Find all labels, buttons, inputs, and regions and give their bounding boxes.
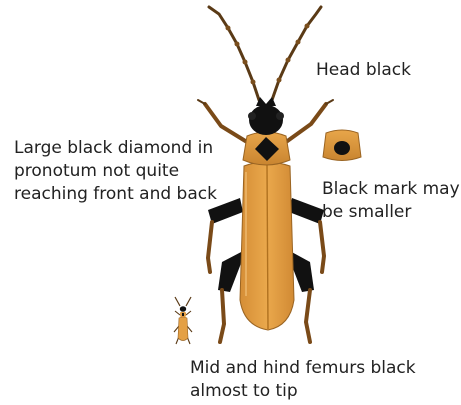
label-line: Large black diamond in bbox=[14, 137, 217, 160]
label-line: reaching front and back bbox=[14, 183, 217, 206]
head bbox=[248, 97, 284, 135]
label-line: be smaller bbox=[322, 201, 460, 224]
pronotum bbox=[243, 132, 290, 165]
pronotum-variant-mark bbox=[334, 141, 350, 155]
elytra bbox=[240, 162, 294, 330]
label-line: pronotum not quite bbox=[14, 160, 217, 183]
scale-beetle bbox=[174, 297, 192, 344]
label-line: almost to tip bbox=[190, 380, 416, 403]
antenna-segments bbox=[226, 24, 310, 85]
label-line: Black mark may bbox=[322, 178, 460, 201]
label-head: Head black bbox=[316, 59, 411, 82]
pronotum-variant bbox=[323, 130, 361, 161]
label-femurs: Mid and hind femurs black almost to tip bbox=[190, 357, 416, 403]
antennae bbox=[209, 7, 321, 100]
label-pronotum-diamond: Large black diamond in pronotum not quit… bbox=[14, 137, 217, 206]
front-tarsi bbox=[198, 100, 333, 104]
label-mark-variant: Black mark may be smaller bbox=[322, 178, 460, 224]
label-line: Mid and hind femurs black bbox=[190, 357, 416, 380]
